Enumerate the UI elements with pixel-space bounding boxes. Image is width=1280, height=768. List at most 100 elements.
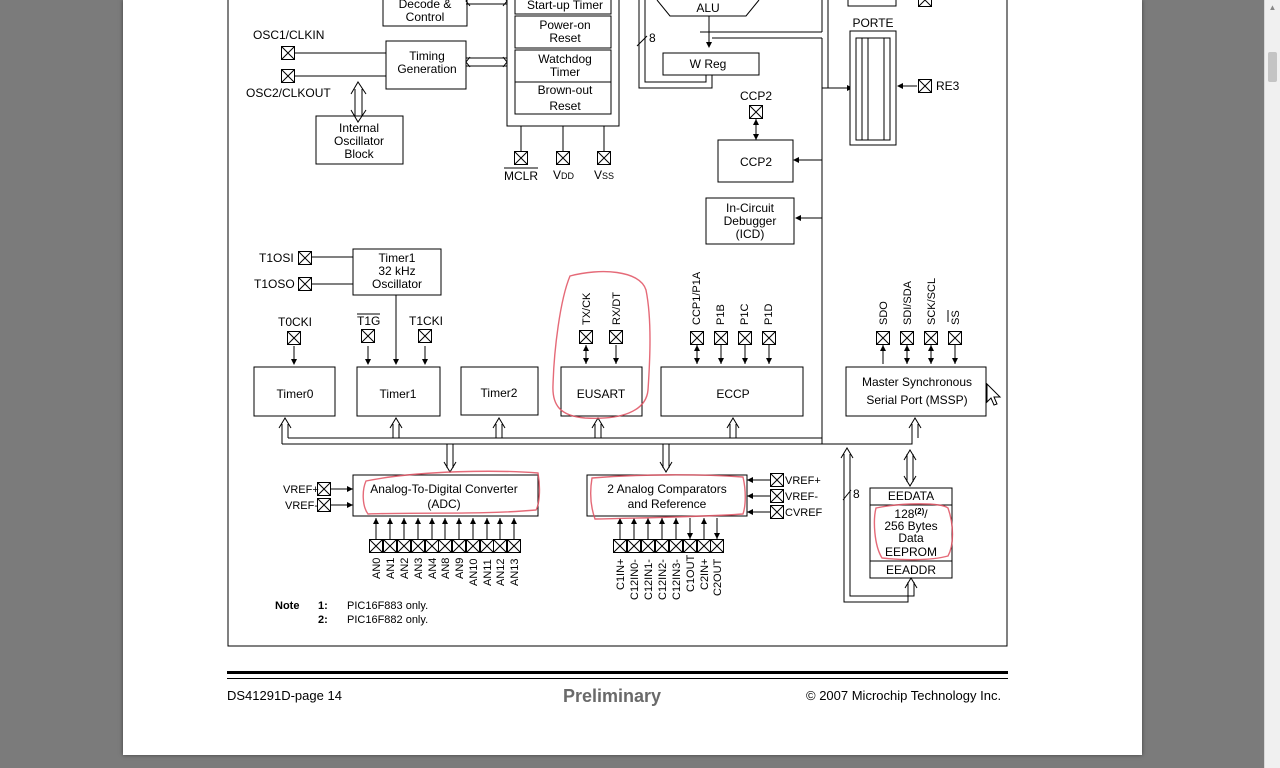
c12in2-label: C12IN2-: [657, 559, 669, 600]
power-on-reset-label-2: Reset: [549, 31, 581, 45]
scroll-thumb[interactable]: [1268, 52, 1277, 82]
cvref-label: CVREF: [785, 507, 823, 519]
note-2-number: 2:: [318, 614, 328, 626]
eccp-label: ECCP: [716, 387, 749, 401]
timer1-block: [356, 366, 441, 417]
watchdog-timer-label-2: Timer: [550, 65, 580, 79]
power-on-reset-block: [514, 15, 612, 49]
osc2-label: OSC2/CLKOUT: [246, 86, 331, 100]
brown-out-reset-label-2: Reset: [549, 99, 581, 113]
mssp-block: [845, 366, 987, 417]
rxdt-label: RX/DT: [611, 292, 623, 325]
brown-out-reset-label-1: Brown-out: [538, 83, 593, 97]
c1in-plus-label: C1IN+: [615, 559, 627, 591]
c1out-label: C1OUT: [685, 554, 697, 592]
an13-label: AN13: [509, 558, 521, 586]
ss-label: SS: [950, 310, 962, 325]
startup-timer-label: Start-up Timer: [527, 0, 603, 12]
power-on-reset-label-1: Power-on: [539, 18, 590, 32]
ccp1-label: CCP1/P1A: [691, 271, 703, 325]
t1oso-label: T1OSO: [254, 277, 295, 291]
adc-vref-minus-label: VREF-: [285, 500, 318, 512]
timing-generation-label-2: Generation: [397, 62, 456, 76]
alu-block: [656, 0, 760, 17]
an11-label: AN11: [482, 559, 494, 586]
bus-width-label-b: 8: [853, 487, 860, 501]
adc-block: [352, 474, 539, 517]
mssp-label-2: Serial Port (MSSP): [866, 393, 967, 407]
eeprom-size: 128: [894, 507, 914, 521]
p1d-label: P1D: [763, 304, 775, 325]
timer0-block: [253, 366, 336, 417]
footer-rule-thin: [227, 678, 1008, 679]
eusart-annotation: [552, 271, 651, 419]
txck-label: TX/CK: [581, 292, 593, 325]
timer1-osc-label-2: 32 kHz: [378, 264, 415, 278]
an4-label: AN4: [427, 558, 439, 579]
brown-out-reset-block: [514, 81, 612, 115]
scroll-up-icon[interactable]: ▲: [1268, 3, 1277, 12]
startup-timer-block: [514, 0, 612, 15]
adc-annotation: [362, 470, 541, 515]
eeprom-label-1: 256 Bytes: [884, 519, 937, 533]
t0cki-label: T0CKI: [278, 315, 312, 329]
c2in-plus-label: C2IN+: [699, 559, 711, 591]
c12in3-label: C12IN3-: [671, 559, 683, 600]
an10-label: AN10: [468, 558, 480, 586]
sdo-label: SDO: [878, 301, 890, 325]
w-reg-label: W Reg: [690, 57, 727, 71]
timer1-oscillator-block: [352, 248, 442, 296]
internal-oscillator-label-2: Oscillator: [334, 134, 384, 148]
comparators-annotation: [590, 474, 746, 520]
diagram-frame: [227, 0, 1008, 647]
osc1-label: OSC1/CLKIN: [253, 28, 324, 42]
footer-preliminary: Preliminary: [563, 686, 662, 706]
an9-label: AN9: [454, 558, 466, 579]
eedata-label: EEDATA: [888, 489, 934, 503]
eeprom-size-label: 128(2)/: [894, 507, 928, 521]
footer-copyright: © 2007 Microchip Technology Inc.: [806, 688, 1002, 703]
bus-width-label-a: 8: [649, 31, 656, 45]
p1b-label: P1B: [715, 304, 727, 325]
alu-label: ALU: [696, 1, 719, 15]
an12-label: AN12: [495, 558, 507, 586]
cmp-vref-minus-label: VREF-: [785, 491, 818, 503]
vss-sub: SS: [602, 171, 614, 181]
red-annotations: [362, 271, 954, 561]
vdd-sub: DD: [561, 171, 574, 181]
vss-label: VSS: [594, 168, 614, 182]
an3-label: AN3: [413, 558, 425, 579]
comparators-label-2: and Reference: [628, 497, 707, 511]
w-reg-block: [662, 52, 760, 76]
vdd-label: VDD: [553, 168, 575, 182]
eccp-block: [660, 366, 804, 417]
comparator-input-arrows: [619, 518, 718, 539]
eeprom-footnote: (2): [914, 507, 924, 516]
mssp-label-1: Master Synchronous: [862, 375, 972, 389]
decode-control-block: [382, 0, 468, 27]
ccp2-pin-label: CCP2: [740, 89, 772, 103]
comparators-block: [586, 474, 748, 517]
note-2-text: PIC16F882 only.: [347, 614, 428, 626]
an8-label: AN8: [440, 558, 452, 579]
timer0-label: Timer0: [277, 387, 314, 401]
note-label: Note: [275, 600, 299, 612]
icd-block: [705, 197, 795, 245]
internal-oscillator-label-1: Internal: [339, 121, 379, 135]
c12in0-label: C12IN0-: [629, 559, 641, 600]
adc-vref-plus-label: VREF+: [283, 484, 319, 496]
cmp-vref-plus-label: VREF+: [785, 475, 821, 487]
porte-block: [849, 30, 897, 146]
t1osi-label: T1OSI: [259, 251, 294, 265]
an2-label: AN2: [399, 558, 411, 579]
vss-main: V: [594, 168, 602, 182]
icd-label-1: In-Circuit: [726, 201, 775, 215]
t1g-label: T1G: [357, 314, 380, 328]
vertical-scrollbar[interactable]: ▲: [1264, 0, 1280, 768]
timer2-block: [460, 366, 539, 416]
note-1-text: PIC16F883 only.: [347, 600, 428, 612]
internal-oscillator-label-3: Block: [344, 147, 374, 161]
eeprom-annotation: [873, 503, 954, 561]
icd-label-3: (ICD): [736, 227, 765, 241]
